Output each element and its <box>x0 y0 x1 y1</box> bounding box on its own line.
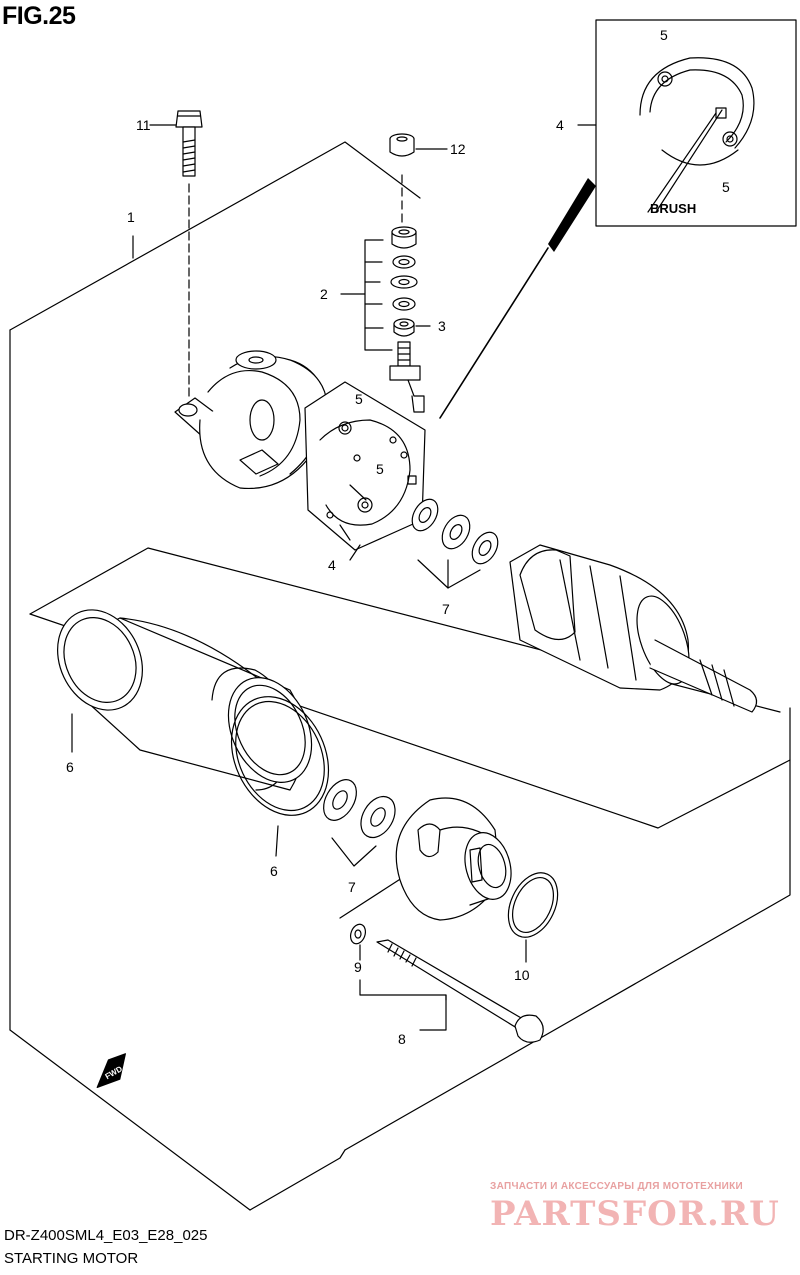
callout-5-plate-mid: 5 <box>376 461 384 477</box>
part-yoke-housing <box>57 609 330 816</box>
part-oring-10 <box>507 872 559 963</box>
watermark-logo: PARTSFOR.RU <box>490 1194 780 1234</box>
callout-4-main: 4 <box>328 557 336 573</box>
brush-label: BRUSH <box>650 201 696 216</box>
fwd-arrow-icon <box>96 1053 126 1089</box>
part-terminal-stack-2-3 <box>340 226 431 413</box>
callout-7-upper: 7 <box>442 601 450 617</box>
callout-9: 9 <box>354 959 362 975</box>
callout-7-lower: 7 <box>348 879 356 895</box>
part-bolt-8 <box>349 923 544 1043</box>
callout-8: 8 <box>398 1031 406 1047</box>
callout-5-inset-bottom: 5 <box>722 179 730 195</box>
inset-box <box>577 19 797 227</box>
leader-lines <box>71 235 361 857</box>
watermark-tagline: ЗАПЧАСТИ И АКСЕССУАРЫ ДЛЯ МОТОТЕХНИКИ <box>490 1181 743 1192</box>
part-nut-12 <box>389 133 448 226</box>
part-washers-7-upper <box>411 498 499 589</box>
callout-6-mid: 6 <box>270 863 278 879</box>
callout-12: 12 <box>450 141 466 157</box>
callout-11: 11 <box>136 117 151 133</box>
callout-4-inset: 4 <box>556 117 564 133</box>
part-brush-plate <box>304 381 426 551</box>
callout-2: 2 <box>320 286 328 302</box>
callout-10: 10 <box>514 967 530 983</box>
callout-6-left: 6 <box>66 759 74 775</box>
part-bolt-11 <box>149 110 203 401</box>
part-rear-cover <box>174 350 331 490</box>
callout-3: 3 <box>438 318 446 334</box>
callout-5-plate-top: 5 <box>355 391 363 407</box>
section-name: STARTING MOTOR <box>4 1250 139 1267</box>
part-armature <box>509 544 758 713</box>
figure-title: FIG.25 <box>2 2 76 30</box>
model-code: DR-Z400SML4_E03_E28_025 <box>4 1227 208 1244</box>
callout-5-inset-top: 5 <box>660 27 668 43</box>
part-washers-7-lower <box>323 779 396 867</box>
callout-1: 1 <box>127 209 135 225</box>
part-front-housing <box>395 797 512 921</box>
